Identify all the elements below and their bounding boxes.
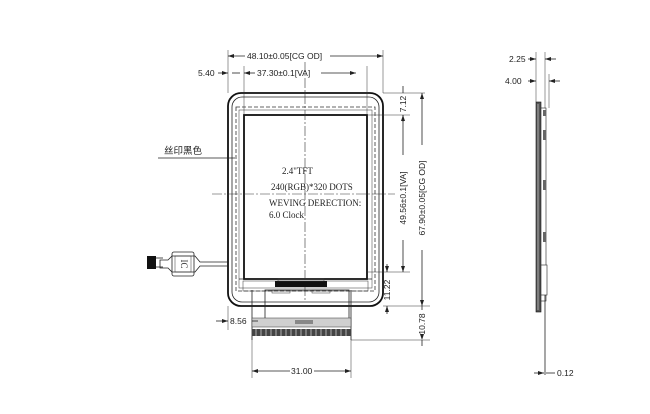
dim-side-thickness-400: 4.00	[505, 74, 560, 108]
viewing-direction-value: 6.0 Clock	[269, 210, 304, 220]
silkscreen-note: 丝印黑色	[164, 145, 203, 157]
dim-cg-od-width: 48.10±0.05[CG OD]	[227, 50, 384, 93]
dim-fpc-width: 31.00	[251, 336, 352, 378]
dim-fpc-left-offset: 8.56	[216, 306, 258, 330]
svg-text:4.00: 4.00	[505, 76, 522, 86]
svg-text:67.90±0.05[CG OD]: 67.90±0.05[CG OD]	[417, 160, 427, 235]
svg-text:48.10±0.05[CG OD]: 48.10±0.05[CG OD]	[247, 51, 322, 61]
dim-fpc-length: 10.78	[351, 306, 430, 346]
svg-text:10.78: 10.78	[417, 313, 427, 335]
connector	[264, 278, 350, 323]
ic-flex: IC	[147, 251, 228, 277]
svg-text:37.30±0.1[VA]: 37.30±0.1[VA]	[257, 68, 310, 78]
ic-label: IC	[179, 260, 189, 269]
dim-va-width: 37.30±0.1[VA]	[243, 66, 368, 115]
svg-text:49.56±0.1[VA]: 49.56±0.1[VA]	[398, 171, 408, 224]
dim-cg-od-height: 67.90±0.05[CG OD]	[383, 93, 430, 307]
resolution-text: 240(RGB)*320 DOTS	[271, 182, 353, 192]
svg-text:31.00: 31.00	[291, 366, 313, 376]
svg-text:11.22: 11.22	[382, 279, 392, 300]
fpc-tail	[251, 290, 352, 340]
dim-left-offset: 5.40	[198, 68, 240, 78]
dim-fpc-thickness: 0.12	[534, 368, 574, 378]
dim-bottom-offset: 11.22	[382, 264, 392, 314]
side-view	[535, 101, 548, 375]
svg-text:2.25: 2.25	[509, 54, 526, 64]
svg-text:7.12: 7.12	[398, 95, 408, 112]
dim-top-offset: 7.12	[367, 86, 425, 122]
svg-text:5.40: 5.40	[198, 68, 215, 78]
panel-size-text: 2.4"TFT	[282, 166, 313, 176]
viewing-direction-label: WEVING DERECTION:	[269, 198, 361, 208]
dim-va-height: 49.56±0.1[VA]	[367, 115, 410, 273]
dim-side-thickness-225: 2.25	[509, 52, 556, 108]
svg-text:8.56: 8.56	[230, 316, 247, 326]
svg-text:0.12: 0.12	[557, 368, 574, 378]
